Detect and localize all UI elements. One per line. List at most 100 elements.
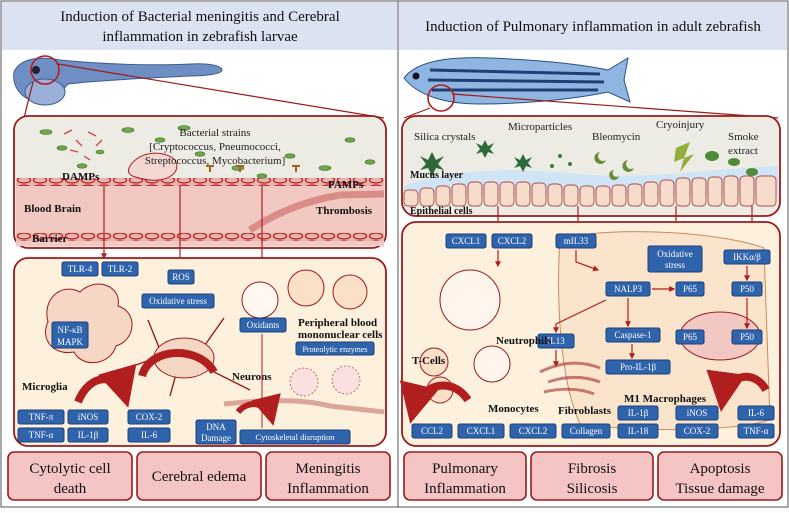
outcome-box-cytolytic	[7, 451, 133, 501]
neuron-dendrites	[115, 317, 251, 397]
fibroblasts-label: Fibroblasts	[558, 405, 612, 417]
pro-il1b-label: Pro-IL-1β	[620, 362, 656, 372]
outcome-pulmonary-line2: Inflammation	[424, 481, 506, 497]
tnf-pi-label: TNF-π	[29, 412, 54, 422]
cryoinjury-icon	[674, 142, 694, 172]
tcells-label: T-Cells	[412, 355, 446, 367]
zoom-line-left	[23, 81, 34, 119]
caspase-label: Caspase-1	[615, 330, 652, 340]
monocyte-icon	[473, 345, 511, 383]
smoke-label-line2: extract	[728, 145, 758, 157]
neutrophil-cell-icon	[439, 269, 501, 331]
nalp3-label: NALP3	[614, 284, 643, 294]
epithelial-cells	[403, 175, 777, 207]
cxcl2-label: CXCL2	[498, 236, 527, 246]
fibroblast-icon	[539, 361, 601, 396]
bbb-wall-top	[16, 178, 384, 186]
p65-label-nucleus: P65	[683, 332, 698, 342]
larva-brain-highlight	[30, 55, 60, 85]
tlr2-label: TLR-2	[108, 264, 133, 274]
damage-label: Damage	[201, 433, 231, 443]
bbb-label-line1: Blood Brain	[24, 203, 81, 215]
outcome-box-edema	[136, 451, 262, 501]
proteolytic-cell-2	[331, 365, 361, 395]
collagen-label: Collagen	[570, 426, 603, 436]
il6-label-right: IL-6	[748, 408, 764, 418]
outcome-meningitis-line2: Inflammation	[287, 481, 369, 497]
tcell-icon-1	[419, 347, 449, 377]
curved-arrow-macrophages	[706, 369, 770, 412]
pbmc-cell-1	[241, 281, 279, 319]
arrow-mil33-to-receptor	[575, 250, 600, 272]
outcome-apoptosis-line1: Apoptosis	[690, 461, 751, 477]
inos-label-left: iNOS	[78, 412, 99, 422]
zoom-line-right	[57, 63, 385, 119]
axon-icon	[223, 398, 385, 415]
left-title-line1: Induction of Bacterial meningitis and Ce…	[60, 9, 340, 25]
proteolytic-cell-1	[289, 367, 319, 397]
receptor-icons	[206, 165, 300, 172]
m1-macrophages-label: M1 Macrophages	[624, 393, 707, 405]
ikk-label: IKKα/β	[733, 252, 761, 262]
outcome-box-pulmonary	[403, 451, 527, 501]
pamps-label: PAMPs	[328, 179, 364, 191]
bacterial-strains-title: Bacterial strains	[179, 127, 250, 139]
outcome-box-apoptosis	[657, 451, 783, 501]
oxidative-label-line2: stress	[665, 260, 685, 270]
oxidants-label: Oxidants	[247, 320, 280, 330]
fish-gill-highlight	[427, 84, 455, 112]
outcome-box-fibrosis	[530, 451, 654, 501]
outcome-edema: Cerebral edema	[152, 469, 247, 485]
tlr4-label: TLR-4	[68, 264, 93, 274]
il1b-label-right: IL-1β	[628, 408, 649, 418]
il18-label: IL-18	[628, 426, 649, 436]
thrombosis-label: Thrombosis	[316, 205, 373, 217]
cox2-label-left: COX-2	[136, 412, 163, 422]
pbmc-label-line2: mononuclear cells	[298, 329, 383, 341]
bacterial-strains-line1: [Cryptococcus, Pneumococci,	[149, 141, 281, 153]
arrow-to-il13	[553, 299, 607, 334]
p65-label-top: P65	[683, 284, 698, 294]
epithelial-label: Epithelial cells	[410, 206, 473, 217]
tnfa-label-right: TNF-α	[744, 426, 769, 436]
mil33-label: mIL33	[564, 236, 589, 246]
outcome-fibrosis-line1: Fibrosis	[568, 461, 617, 477]
microparticles-label: Microparticles	[508, 121, 572, 133]
cxcl2-label-bottom: CXCL2	[519, 426, 548, 436]
left-title-line2: inflammation in zebrafish larvae	[102, 29, 298, 45]
mucus-label: Mucus layer	[410, 170, 464, 181]
right-label-boxes	[411, 233, 775, 439]
cxcl1-label: CXCL1	[452, 236, 481, 246]
outcome-meningitis-line1: Meningitis	[295, 461, 360, 477]
bbb-label-line2: Barrier	[32, 233, 68, 245]
curved-arrow-monocytes	[399, 380, 472, 424]
curved-arrow-neurons	[138, 349, 218, 378]
outcome-cytolytic-line1: Cytolytic cell	[29, 461, 110, 477]
il6-label-left: IL-6	[141, 430, 157, 440]
pbmc-cell-2	[287, 269, 325, 307]
adult-zebrafish-icon	[403, 57, 631, 105]
il13-label: IL13	[547, 336, 565, 346]
left-label-boxes	[17, 261, 375, 445]
neutrophils-label: Neutrophils	[496, 335, 552, 347]
p50-label-top: P50	[740, 284, 755, 294]
dead-cell-icon	[128, 152, 178, 181]
bacterial-strains-line2: Streptococcus, Mycobacterium]	[145, 155, 286, 167]
cryoinjury-label: Cryoinjury	[656, 119, 705, 131]
damps-debris-icon	[63, 129, 103, 161]
dna-label: DNA	[206, 422, 226, 432]
outcome-box-meningitis	[265, 451, 391, 501]
p50-label-nucleus: P50	[740, 332, 755, 342]
microglia-label: Microglia	[22, 381, 68, 393]
monocytes-label: Monocytes	[488, 403, 539, 415]
zebrafish-larva-icon	[13, 57, 223, 106]
bbb-wall-bottom	[16, 233, 384, 241]
silica-label: Silica crystals	[414, 131, 475, 143]
smoke-label-line1: Smoke	[728, 131, 759, 143]
silica-crystal-icons	[420, 140, 532, 176]
ros-label: ROS	[172, 272, 190, 282]
microparticle-icons	[550, 154, 572, 168]
